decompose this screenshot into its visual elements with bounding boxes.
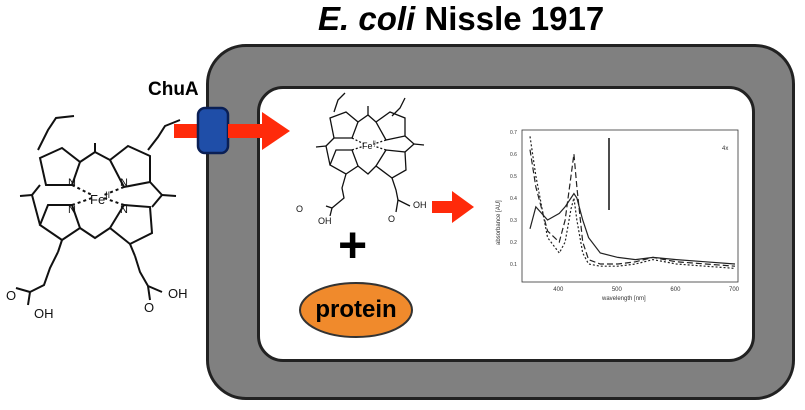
spectrum-y-tick: 0.3 [510, 218, 517, 224]
spectrum-y-label: absorbance [AU] [496, 200, 502, 245]
spectrum-y-tick: 0.2 [510, 240, 517, 246]
spectrum-series-1 [529, 192, 736, 265]
spectrum-x-tick: 500 [612, 287, 623, 293]
spectrum-y-tick: 0.4 [510, 196, 517, 202]
spectrum-x-label: wavelength [nm] [601, 296, 646, 302]
spectrum-x-tick: 600 [670, 287, 681, 293]
chua-transporter [196, 106, 230, 155]
heme-molecule-inner [315, 92, 425, 217]
protein-ellipse [299, 282, 413, 338]
spectrum-y-tick: 0.6 [510, 152, 517, 158]
heme-inner-fe-label: FeII [362, 141, 376, 151]
arrow-to-spectrum [432, 191, 474, 223]
heme-molecule-left [15, 115, 181, 306]
heme-left-n-label-3: N [68, 204, 76, 216]
spectrum-series-2 [529, 149, 736, 267]
heme-inner-acid-right: O [388, 214, 395, 224]
spectrum-y-tick: 0.5 [510, 174, 517, 180]
heme-left-n-label-1: N [68, 177, 76, 189]
heme-inner-acid-right-oh: OH [413, 200, 427, 210]
spectrum-inset-label: 4x [722, 146, 728, 152]
spectrum-y-tick: 0.1 [510, 262, 517, 268]
spectrum-x-tick: 700 [729, 287, 740, 293]
heme-left-acid-oh-left: OH [34, 306, 54, 321]
plus-sign: + [338, 217, 368, 273]
arrow-into-cell [228, 112, 290, 150]
heme-left-fe-label: FeII [90, 190, 110, 207]
arrow-import [174, 124, 202, 138]
heme-inner-acid-left: O [296, 204, 303, 214]
spectrum-series-3 [529, 136, 736, 269]
heme-left-acid-oh-right: OH [168, 286, 188, 301]
spectrum-y-tick: 0.7 [510, 130, 517, 136]
spectrum-x-tick: 400 [553, 287, 564, 293]
absorbance-spectrum: 400 500 600 700 0.7 0.6 0.5 0.4 0.3 0.2 0.1 [510, 129, 740, 293]
chua-label: ChuA [148, 79, 199, 100]
heme-left-n-label-2: N [120, 177, 128, 189]
protein-label: protein [315, 296, 397, 323]
diagram-title: E. coli Nissle 1917 [318, 0, 605, 37]
heme-left-n-label-4: N [120, 204, 128, 216]
heme-left-acid-o-left: O [6, 288, 16, 303]
heme-left-acid-o-right: O [144, 300, 154, 315]
heme-inner-acid-left-oh: OH [318, 216, 332, 226]
